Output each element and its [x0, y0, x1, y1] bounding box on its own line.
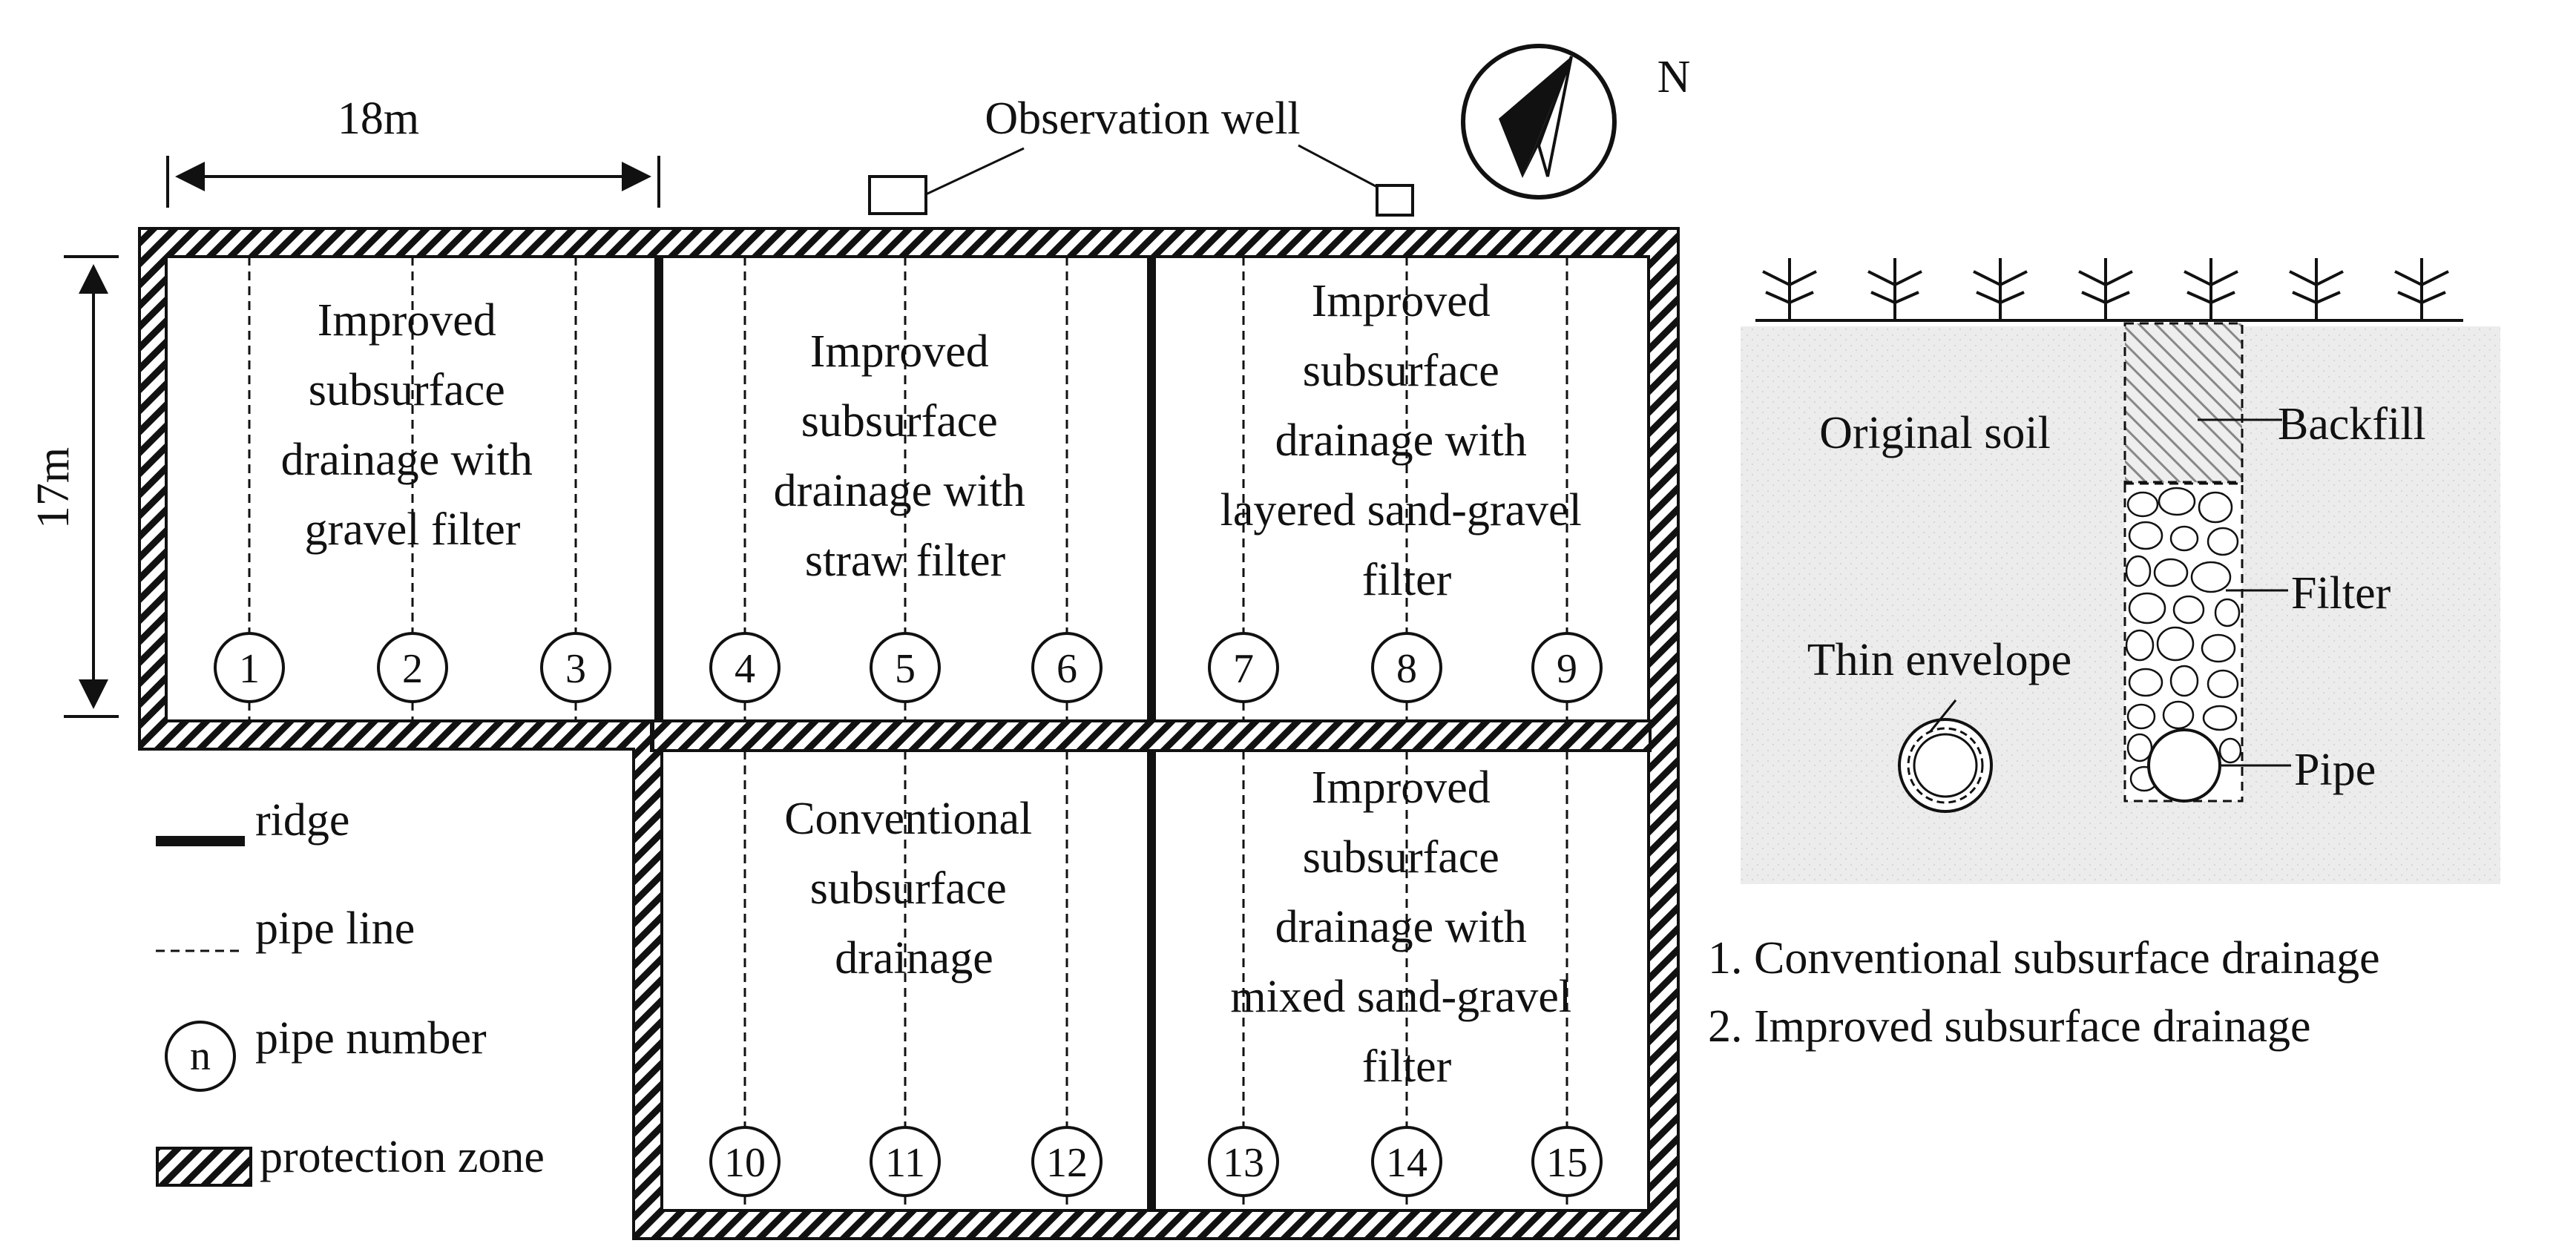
plant-icon [2289, 258, 2344, 320]
legend-ridge-label: ridge [255, 795, 349, 846]
pipe-number-markers: 1 2 3 4 5 6 7 8 9 10 11 12 13 14 15 [214, 632, 1603, 1197]
pipe-number: 4 [735, 646, 755, 692]
pipe-marker-2: 2 [377, 632, 448, 703]
height-dimension [64, 255, 119, 718]
filter-label: Filter [2291, 568, 2391, 619]
plot-title-layered: Improved subsurface drainage with layere… [1220, 276, 1594, 605]
legend-protection-zone: protection zone [156, 1132, 545, 1187]
filter-gravel [2125, 487, 2242, 792]
pipe-marker-3: 3 [540, 632, 611, 703]
plot-title-mixed: Improved subsurface drainage with mixed … [1230, 762, 1583, 1092]
legend-pipe-line: pipe line [156, 903, 415, 954]
pipe-marker-6: 6 [1031, 632, 1103, 703]
plot-title-straw: Improved subsurface drainage with straw … [774, 326, 1037, 586]
pipe-number: 2 [402, 646, 423, 692]
pipe-marker-5: 5 [870, 632, 941, 703]
pipe-number: 1 [239, 646, 260, 692]
legend: ridge pipe line n pipe number protection… [156, 795, 545, 1187]
width-label: 18m [338, 93, 419, 144]
plot-titles: Improved subsurface drainage with gravel… [281, 276, 1594, 1092]
observation-well-marker [1376, 184, 1414, 217]
height-label: 17m [28, 447, 79, 529]
plant-icon [1973, 258, 2028, 320]
pipe-number: 5 [895, 646, 916, 692]
drain-pipe [2147, 728, 2221, 803]
plot-title-gravel: Improved subsurface drainage with gravel… [281, 295, 545, 555]
pipe-number: 11 [885, 1140, 925, 1186]
pipe-number: 14 [1386, 1140, 1427, 1186]
pipe-marker-4: 4 [709, 632, 781, 703]
legend-pipe-number: n pipe number [165, 1013, 487, 1092]
plot-title-conventional: Conventional subsurface drainage [784, 794, 1044, 984]
pipe-marker-14: 14 [1371, 1126, 1442, 1197]
width-dimension [166, 156, 660, 208]
plant-icon [2184, 258, 2238, 320]
pipe-number: 6 [1057, 646, 1077, 692]
pipe-number: 8 [1396, 646, 1417, 692]
pipe-marker-12: 12 [1031, 1126, 1103, 1197]
notes: 1. Conventional subsurface drainage 2. I… [1708, 933, 2380, 1052]
pipe-marker-13: 13 [1208, 1126, 1279, 1197]
pipe-marker-7: 7 [1208, 632, 1279, 703]
plant-icon [2394, 258, 2449, 320]
legend-protection-zone-label: protection zone [260, 1132, 545, 1182]
pipe-number: 9 [1557, 646, 1577, 692]
plant-icon [2078, 258, 2133, 320]
pipe-number: 15 [1546, 1140, 1588, 1186]
observation-well-marker [868, 175, 927, 215]
thin-envelope-label: Thin envelope [1807, 635, 2071, 685]
thin-envelope-pipe [1898, 718, 1993, 813]
pipe-marker-1: 1 [214, 632, 285, 703]
pipe-number: 3 [565, 646, 586, 692]
original-soil-label: Original soil [1819, 408, 2051, 458]
protection-zone-swatch [156, 1147, 252, 1187]
pipe-marker-15: 15 [1531, 1126, 1603, 1197]
note-item: 2. Improved subsurface drainage [1708, 1001, 2311, 1052]
pipe-number: 7 [1233, 646, 1254, 692]
legend-pipe-number-label: pipe number [255, 1013, 487, 1064]
observation-well-label: Observation well [985, 93, 1300, 144]
pipe-label: Pipe [2294, 745, 2376, 795]
soil-block [1741, 326, 2500, 884]
ridges [654, 257, 1156, 1210]
plant-icons [1762, 258, 2449, 320]
plant-icon [1762, 258, 1817, 320]
pipe-marker-9: 9 [1531, 632, 1603, 703]
cross-section: Original soil Backfill Filter Pipe Thin … [1741, 258, 2500, 884]
note-item: 1. Conventional subsurface drainage [1708, 933, 2380, 984]
pipe-marker-8: 8 [1371, 632, 1442, 703]
legend-pipe-number-symbol: n [190, 1033, 211, 1079]
pipe-number: 10 [724, 1140, 766, 1186]
plant-icon [1867, 258, 1922, 320]
legend-ridge: ridge [156, 795, 349, 846]
compass-icon [1461, 44, 1617, 200]
pipe-marker-11: 11 [870, 1126, 941, 1197]
pipe-number: 13 [1223, 1140, 1264, 1186]
legend-pipe-line-label: pipe line [255, 903, 415, 954]
backfill-zone [2123, 322, 2244, 484]
pipe-number: 12 [1046, 1140, 1088, 1186]
north-label: N [1657, 52, 1691, 102]
observation-wells [868, 144, 1414, 217]
pipe-number-swatch [165, 1021, 236, 1092]
callout-lines [1929, 418, 2291, 767]
pipe-marker-10: 10 [709, 1126, 781, 1197]
backfill-label: Backfill [2278, 399, 2426, 449]
